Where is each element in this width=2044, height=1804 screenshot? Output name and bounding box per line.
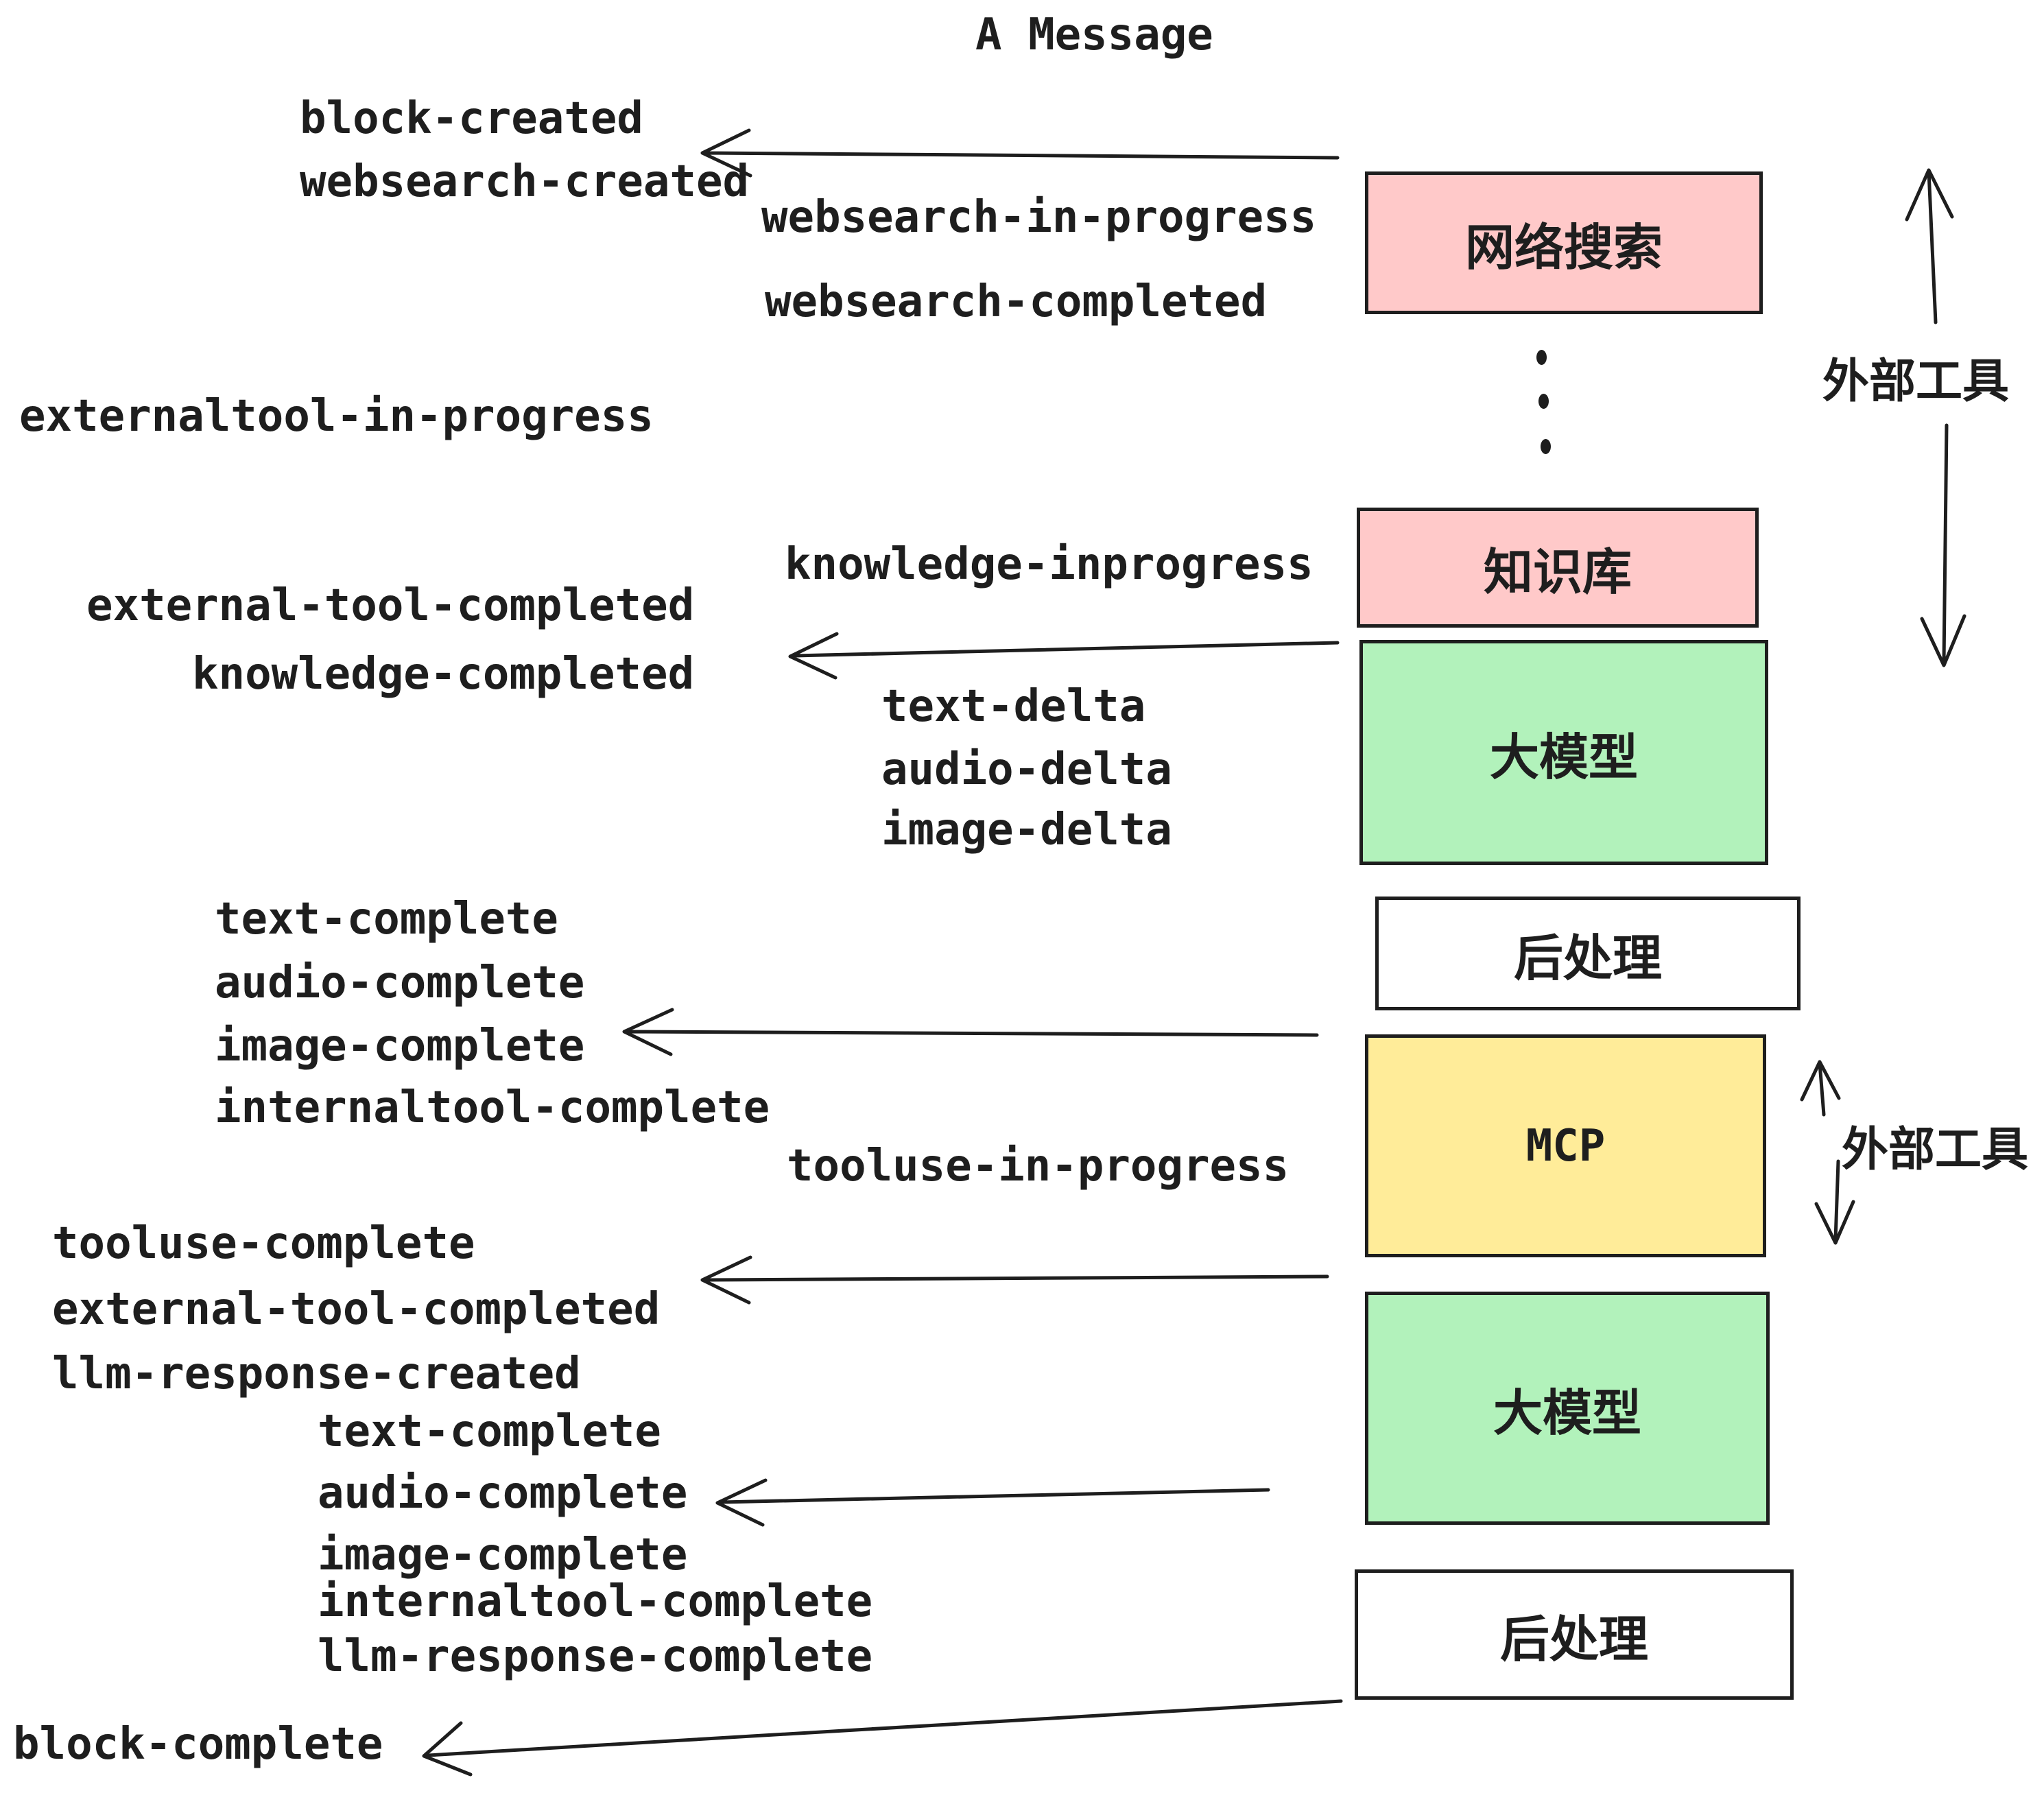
event-label-text-complete-2: text-complete	[318, 1406, 661, 1457]
arrow-external-tools-up-1	[1905, 168, 1954, 324]
event-label-internaltool-complete-2: internaltool-complete	[318, 1576, 873, 1627]
event-label-knowledge-completed: knowledge-completed	[192, 649, 695, 700]
box-postprocess-1-label: 后处理	[1513, 931, 1662, 986]
arrow-external-tools-up-2	[1800, 1060, 1841, 1117]
box-llm-2-label: 大模型	[1493, 1386, 1641, 1441]
event-label-knowledge-inprogress: knowledge-inprogress	[785, 539, 1314, 590]
box-postprocess-2-label: 后处理	[1499, 1612, 1648, 1667]
box-websearch-label: 网络搜索	[1464, 220, 1663, 276]
event-label-llm-response-created: llm-response-created	[52, 1349, 581, 1399]
event-label-internaltool-complete-1: internaltool-complete	[215, 1082, 770, 1133]
box-mcp: MCP	[1365, 1034, 1766, 1257]
event-label-externaltool-in-progress: externaltool-in-progress	[19, 391, 654, 442]
external-tools-label-upper: 外部工具	[1822, 355, 2010, 407]
diagram-title: A Message	[975, 10, 1213, 60]
arrow-mcp-to-image-complete	[622, 1008, 1319, 1056]
box-websearch: 网络搜索	[1365, 171, 1763, 314]
event-label-block-complete: block-complete	[13, 1719, 383, 1770]
arrow-llm2-to-audio-complete	[715, 1478, 1270, 1527]
box-llm-1: 大模型	[1359, 640, 1768, 865]
arrow-websearch-to-block-created	[700, 128, 1340, 178]
event-label-block-created: block-created	[300, 93, 643, 144]
event-label-audio-complete-2: audio-complete	[318, 1468, 688, 1519]
ellipsis-dot	[1536, 350, 1547, 365]
event-label-image-delta-1: image-delta	[881, 805, 1172, 855]
event-label-image-complete-1: image-complete	[215, 1021, 585, 1071]
arrow-external-tools-down-1	[1920, 423, 1966, 667]
event-label-tooluse-complete: tooluse-complete	[52, 1218, 475, 1269]
event-label-audio-delta-1: audio-delta	[881, 744, 1172, 795]
box-mcp-label: MCP	[1525, 1120, 1606, 1172]
event-label-external-tool-completed-2: external-tool-completed	[52, 1284, 661, 1335]
event-label-text-delta-1: text-delta	[881, 681, 1146, 732]
box-postprocess-2: 后处理	[1355, 1569, 1794, 1700]
event-label-websearch-created: websearch-created	[300, 156, 750, 207]
event-label-websearch-in-progress: websearch-in-progress	[761, 192, 1317, 243]
event-label-text-complete-1: text-complete	[215, 894, 558, 945]
arrow-post2-to-block-complete	[422, 1699, 1343, 1777]
box-knowledge: 知识库	[1357, 508, 1759, 628]
box-knowledge-label: 知识库	[1483, 545, 1632, 600]
ellipsis-dot	[1541, 439, 1551, 454]
event-label-tooluse-in-progress: tooluse-in-progress	[787, 1141, 1290, 1191]
arrow-knowledge-to-knowledge-completed	[788, 632, 1340, 680]
event-label-audio-complete-1: audio-complete	[215, 958, 585, 1008]
arrow-llm2-to-tooluse-complete	[700, 1255, 1329, 1305]
event-label-external-tool-completed: external-tool-completed	[86, 580, 695, 631]
external-tools-label-lower: 外部工具	[1842, 1124, 2029, 1176]
box-llm-1-label: 大模型	[1489, 730, 1638, 785]
event-label-websearch-completed: websearch-completed	[765, 276, 1268, 327]
box-postprocess-1: 后处理	[1375, 897, 1801, 1010]
ellipsis-dot	[1538, 394, 1549, 409]
event-label-llm-response-complete: llm-response-complete	[318, 1631, 873, 1682]
event-label-image-complete-2: image-complete	[318, 1530, 688, 1580]
box-llm-2: 大模型	[1365, 1292, 1770, 1525]
